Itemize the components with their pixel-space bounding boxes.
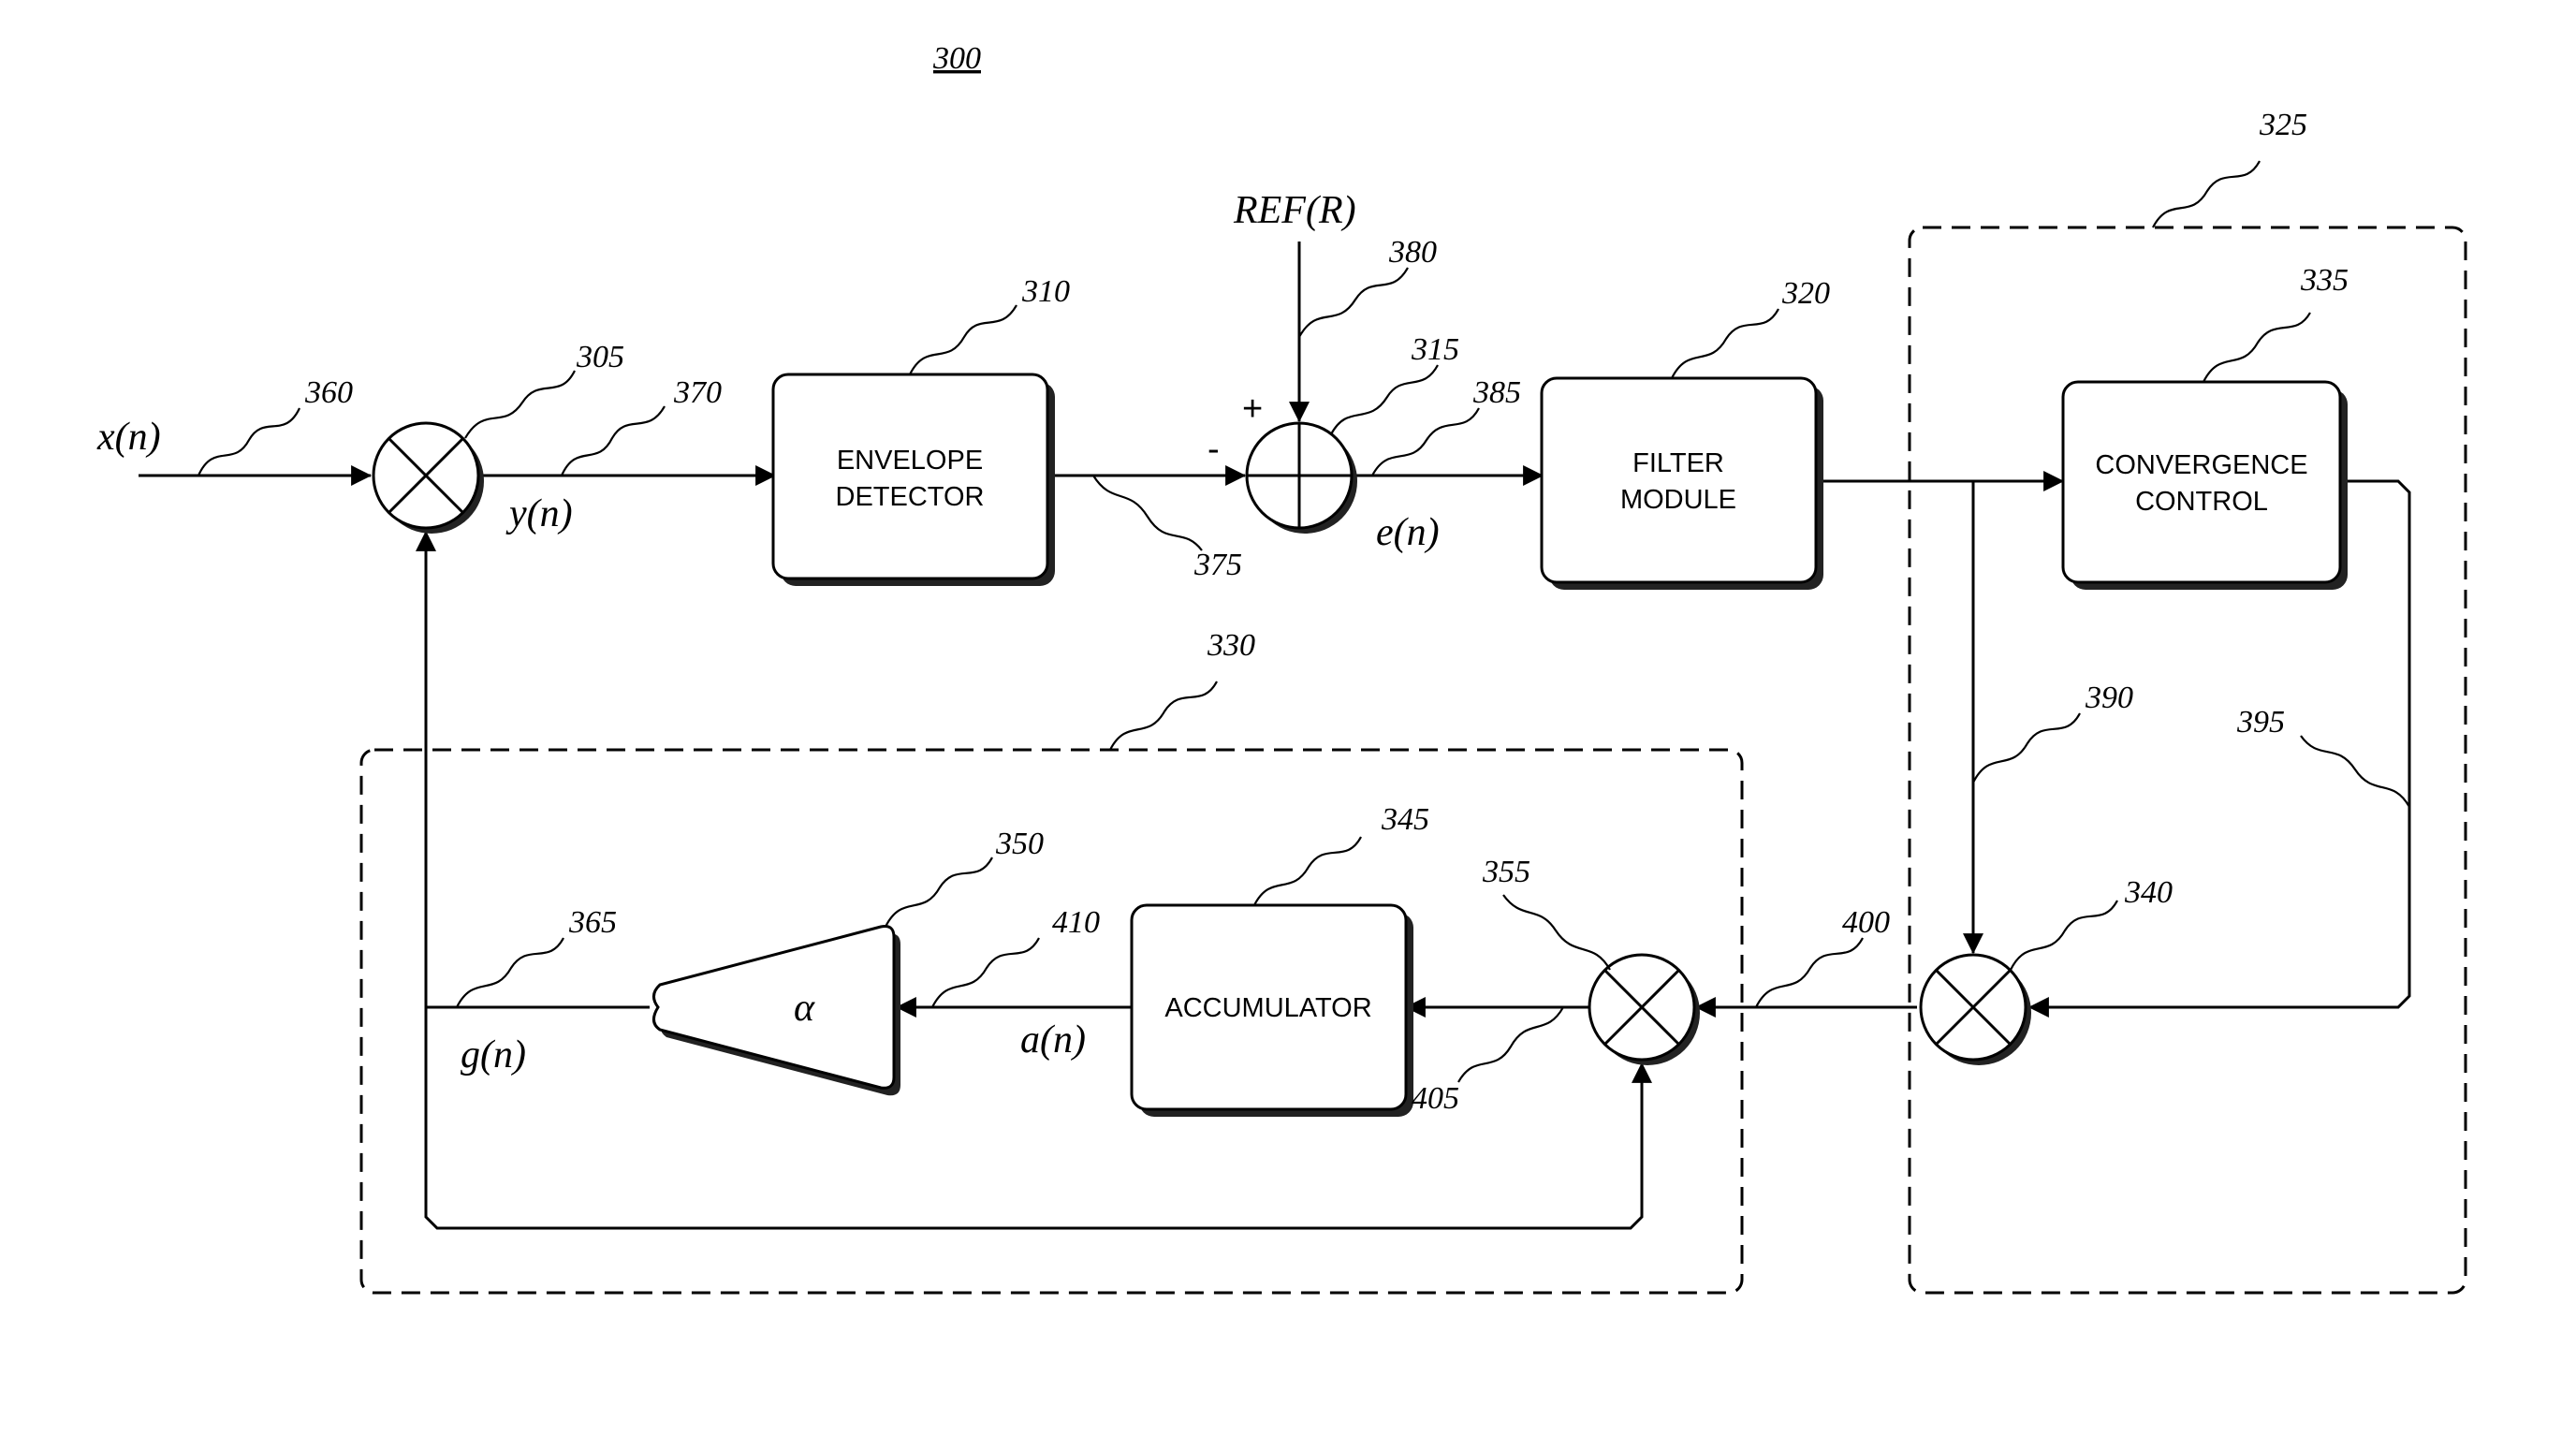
reference-signal-label: REF(R)	[1233, 189, 1356, 232]
error-signal-label: e(n)	[1376, 511, 1440, 554]
gain-alpha-symbol: α	[794, 987, 815, 1030]
leader-360	[198, 408, 300, 476]
ref-375: 375	[1193, 548, 1242, 582]
convergence-multiplier	[1921, 955, 2031, 1065]
leader-320	[1672, 309, 1778, 378]
figure-number: 300	[932, 41, 981, 76]
ref-380: 380	[1388, 235, 1437, 270]
ref-360: 360	[304, 375, 353, 410]
convergence-control-block: CONVERGENCE CONTROL	[2063, 382, 2348, 590]
leader-345	[1254, 837, 1361, 905]
ref-320: 320	[1781, 276, 1830, 311]
ref-370: 370	[673, 375, 722, 410]
feedback-multiplier	[1589, 955, 1700, 1065]
y-signal-label: y(n)	[505, 492, 573, 535]
leader-325	[2153, 161, 2260, 227]
x-signal-label: x(n)	[96, 416, 161, 459]
leader-400	[1756, 938, 1863, 1007]
leader-340	[2011, 901, 2117, 970]
input-multiplier	[373, 423, 484, 534]
ref-355: 355	[1482, 855, 1530, 889]
leader-390	[1973, 713, 2080, 783]
leader-330	[1110, 681, 1217, 750]
filter-module-label-line1: FILTER	[1632, 448, 1724, 478]
ref-315: 315	[1411, 332, 1459, 367]
leader-315	[1331, 365, 1438, 434]
ref-365: 365	[568, 905, 617, 940]
leader-365	[457, 938, 564, 1007]
filter-module-block: FILTER MODULE	[1542, 378, 1823, 590]
envelope-detector-label-line1: ENVELOPE	[837, 446, 983, 476]
ref-325: 325	[2259, 108, 2307, 142]
ref-385: 385	[1472, 375, 1521, 410]
envelope-detector-label-line2: DETECTOR	[836, 482, 985, 512]
ref-305: 305	[576, 340, 624, 374]
ref-330: 330	[1207, 628, 1255, 663]
ref-410: 410	[1052, 905, 1100, 940]
ref-310: 310	[1021, 274, 1070, 309]
leader-375	[1093, 476, 1202, 550]
leader-370	[562, 406, 665, 476]
gain-amplifier: α	[653, 926, 900, 1095]
leader-355	[1503, 895, 1610, 970]
leader-385	[1372, 408, 1479, 476]
summer-minus-sign: -	[1208, 430, 1220, 469]
leader-395	[2301, 736, 2409, 807]
accumulator-block: ACCUMULATOR	[1132, 905, 1413, 1117]
ref-345: 345	[1381, 802, 1429, 837]
convergence-control-label-line2: CONTROL	[2135, 487, 2268, 517]
ref-350: 350	[995, 827, 1044, 861]
leader-380	[1299, 268, 1408, 337]
a-signal-label: a(n)	[1020, 1018, 1086, 1062]
filter-module-label-line2: MODULE	[1620, 485, 1736, 515]
envelope-detector-block: ENVELOPE DETECTOR	[773, 374, 1055, 586]
ref-395: 395	[2236, 705, 2285, 740]
leader-310	[910, 305, 1017, 374]
ref-405: 405	[1412, 1081, 1459, 1116]
leader-305	[465, 371, 575, 438]
ref-340: 340	[2124, 875, 2173, 910]
convergence-control-label-line1: CONVERGENCE	[2095, 450, 2307, 480]
ref-400: 400	[1842, 905, 1890, 940]
leader-410	[932, 938, 1039, 1007]
summer-plus-sign: +	[1242, 389, 1263, 429]
g-signal-label: g(n)	[461, 1033, 526, 1077]
ref-390: 390	[2085, 681, 2133, 715]
ref-335: 335	[2300, 263, 2349, 298]
leader-335	[2203, 313, 2310, 382]
summing-junction	[1247, 423, 1357, 534]
leader-405	[1458, 1007, 1563, 1082]
leader-350	[886, 857, 992, 927]
accumulator-label: ACCUMULATOR	[1164, 993, 1371, 1023]
